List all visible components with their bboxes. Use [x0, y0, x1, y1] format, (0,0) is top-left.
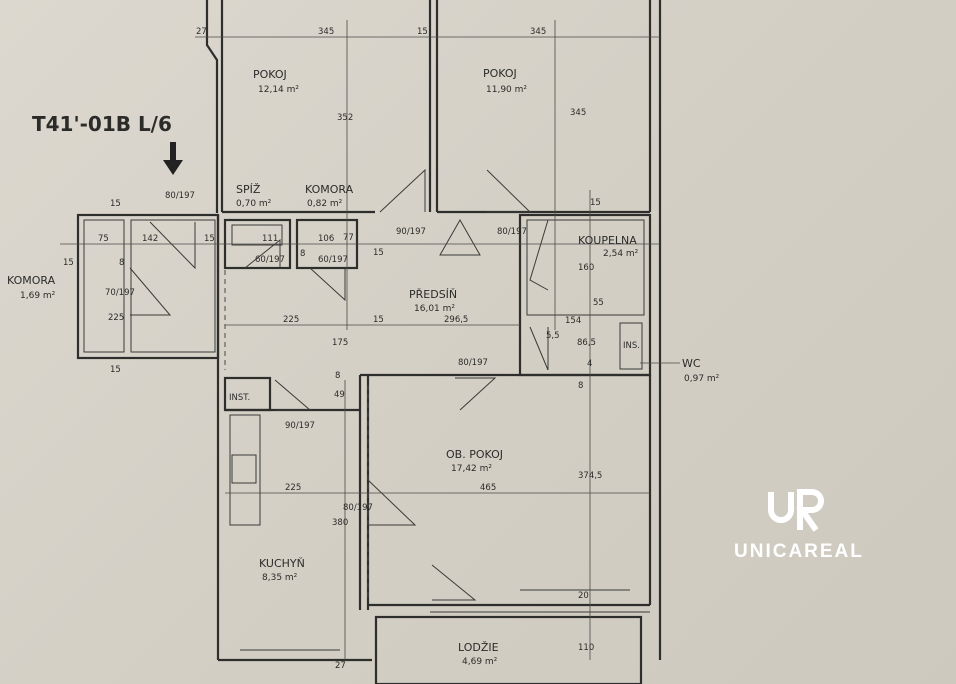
- dim-label: 154: [565, 316, 581, 326]
- dim-label: 15: [373, 248, 384, 258]
- room-komora-small-name: KOMORA: [305, 183, 354, 196]
- dim-label: 15: [110, 199, 121, 209]
- room-wc-area: 0,97 m²: [684, 374, 720, 384]
- dim-label: 77: [343, 233, 354, 243]
- dim-label: 8: [300, 249, 305, 259]
- dim-label: 15: [373, 315, 384, 325]
- walls: [76, 0, 662, 684]
- room-lodzie-area: 4,69 m²: [462, 657, 498, 667]
- room-komora-area: 1,69 m²: [20, 291, 56, 301]
- room-lodzie-name: LODŽIE: [458, 641, 499, 654]
- room-pokoj-2-area: 11,90 m²: [486, 85, 527, 95]
- room-spiz-name: SPÍŽ: [236, 183, 261, 196]
- fixture-inst: INST.: [229, 393, 250, 403]
- room-labels: POKOJ 12,14 m² POKOJ 11,90 m² SPÍŽ 0,70 …: [7, 67, 720, 667]
- dim-label: 15: [63, 258, 74, 268]
- dim-label: 8: [578, 381, 583, 391]
- dim-label: 80/197: [165, 191, 195, 201]
- dim-label: 75: [98, 234, 109, 244]
- dim-label: 90/197: [396, 227, 426, 237]
- dim-label: 465: [480, 483, 496, 493]
- dim-label: 15: [110, 365, 121, 375]
- dim-label: 352: [337, 113, 353, 123]
- dim-label: 80/197: [458, 358, 488, 368]
- dim-label: 27: [335, 661, 346, 671]
- room-wc-name: WC: [682, 357, 701, 370]
- dim-label: 110: [578, 643, 594, 653]
- dim-label: 15: [590, 198, 601, 208]
- dimension-labels: 27 345 15 345 352 345 15 80/197 15 75 14…: [63, 27, 604, 671]
- room-kuchyn-area: 8,35 m²: [262, 573, 298, 583]
- dim-label: 60/197: [255, 255, 285, 265]
- dim-label: 70/197: [105, 288, 135, 298]
- room-pokoj-1-name: POKOJ: [253, 68, 287, 81]
- dim-label: 90/197: [285, 421, 315, 431]
- dim-label: 374,5: [578, 471, 602, 481]
- dim-label: 225: [285, 483, 301, 493]
- dim-label: 5,5: [546, 331, 560, 341]
- dim-label: 225: [283, 315, 299, 325]
- dim-label: 49: [334, 390, 345, 400]
- dim-label: 20: [578, 591, 589, 601]
- dim-label: 80/197: [497, 227, 527, 237]
- dim-label: 380: [332, 518, 348, 528]
- dim-label: 111: [262, 234, 278, 244]
- dim-label: 8: [335, 371, 340, 381]
- dim-label: 55: [593, 298, 604, 308]
- dim-label: 175: [332, 338, 348, 348]
- room-ob-pokoj-name: OB. POKOJ: [446, 448, 503, 461]
- dim-label: 15: [417, 27, 428, 37]
- dim-label: 225: [108, 313, 124, 323]
- dim-label: 80/197: [343, 503, 373, 513]
- room-predsin-area: 16,01 m²: [414, 304, 455, 314]
- dim-label: 4: [587, 359, 592, 369]
- dim-label: 8: [119, 258, 124, 268]
- plan-title: T41'-01B L/6: [32, 112, 172, 136]
- dim-label: 86,5: [577, 338, 596, 348]
- room-predsin-name: PŘEDSÍŇ: [409, 288, 457, 301]
- room-komora-small-area: 0,82 m²: [307, 199, 343, 209]
- room-pokoj-1-area: 12,14 m²: [258, 85, 299, 95]
- room-spiz-area: 0,70 m²: [236, 199, 272, 209]
- dim-label: 60/197: [318, 255, 348, 265]
- unicareal-logo: UNICAREAL: [734, 489, 864, 562]
- dim-label: 15: [204, 234, 215, 244]
- door-swings: [129, 168, 549, 601]
- room-koupelna-name: KOUPELNA: [578, 234, 637, 247]
- entrance-arrow-icon: [163, 142, 183, 175]
- dim-label: 27: [196, 27, 207, 37]
- dim-label: 296,5: [444, 315, 468, 325]
- room-koupelna-area: 2,54 m²: [603, 249, 639, 259]
- dim-label: 345: [570, 108, 586, 118]
- room-kuchyn-name: KUCHYŇ: [259, 557, 305, 570]
- dimension-lines: [60, 20, 660, 660]
- dim-label: 345: [530, 27, 546, 37]
- dim-label: 160: [578, 263, 594, 273]
- fixture-ins: INS.: [623, 341, 640, 351]
- logo-name: UNICAREAL: [734, 541, 864, 562]
- room-pokoj-2-name: POKOJ: [483, 67, 517, 80]
- room-ob-pokoj-area: 17,42 m²: [451, 464, 492, 474]
- dim-label: 142: [142, 234, 158, 244]
- dim-label: 345: [318, 27, 334, 37]
- dim-label: 106: [318, 234, 334, 244]
- room-komora-name: KOMORA: [7, 274, 56, 287]
